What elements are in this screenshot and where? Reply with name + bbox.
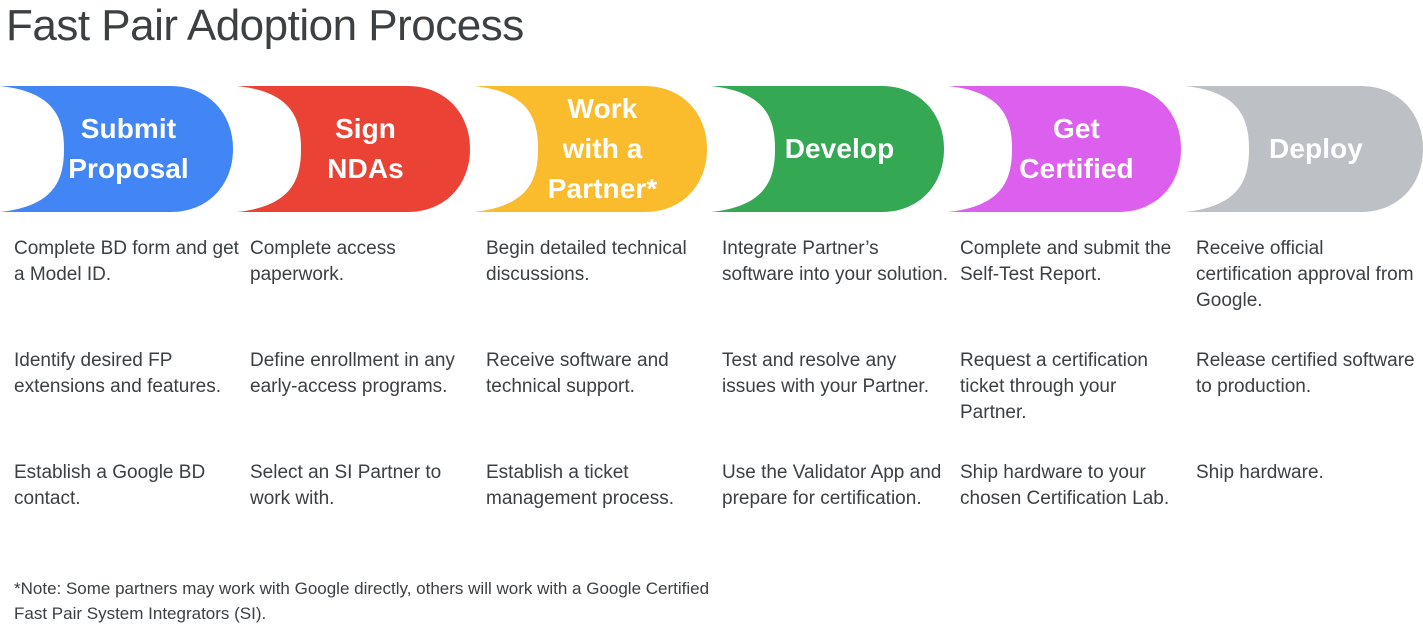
stage-banner-shape-submit-proposal: [0, 86, 233, 212]
stage-banner-shape-develop: [711, 86, 944, 212]
stage-bullet: Integrate Partner’s software into your s…: [722, 238, 949, 285]
stage-banner-sign-ndas[interactable]: Sign NDAs: [237, 86, 470, 212]
stage-bullet: Begin detailed technical discussions.: [486, 238, 687, 285]
stage-bullet: Release certified software to production…: [1196, 350, 1415, 397]
stage-banner-label-submit-proposal: Submit Proposal: [68, 113, 189, 184]
stage-banner-label-deploy: Deploy: [1269, 133, 1363, 164]
stage-bullet: Request a certification ticket through y…: [960, 350, 1148, 423]
stage-banner-work-with-a-partner[interactable]: Work with a Partner*: [474, 86, 707, 212]
process-stage-columns: Complete BD form and get a Model ID. Iden…: [0, 236, 1423, 556]
stage-banner-develop[interactable]: Develop: [711, 86, 944, 212]
stage-bullet: Select an SI Partner to work with.: [250, 462, 442, 509]
stage-bullet: Establish a ticket management process.: [486, 462, 674, 509]
stage-bullet: Define enrollment in any early-access pr…: [250, 350, 455, 397]
footnote-note: *Note: Some partners may work with Googl…: [14, 579, 710, 623]
stage-banner-shape-sign-ndas: [237, 86, 470, 212]
stage-bullet: Receive software and technical support.: [486, 350, 669, 397]
page-title: Fast Pair Adoption Process: [6, 1, 524, 50]
stage-banner-deploy[interactable]: Deploy: [1185, 86, 1423, 212]
stage-banner-label-develop: Develop: [784, 133, 895, 164]
stage-banner-get-certified[interactable]: Get Certified: [948, 86, 1181, 212]
stage-banner-label-get-certified: Get Certified: [1019, 113, 1134, 184]
stage-banner-submit-proposal[interactable]: Submit Proposal: [0, 86, 233, 212]
stage-bullet: Complete access paperwork.: [250, 238, 396, 285]
stage-bullet: Test and resolve any issues with your Pa…: [722, 350, 929, 397]
stage-bullet: Identify desired FP extensions and featu…: [14, 350, 222, 397]
stage-banner-label-sign-ndas: Sign NDAs: [327, 113, 404, 184]
stage-bullet: Establish a Google BD contact.: [14, 462, 206, 509]
stage-bullet: Ship hardware to your chosen Certificati…: [960, 462, 1170, 509]
stage-bullet: Complete BD form and get a Model ID.: [14, 238, 239, 285]
process-stage-banner-row: Submit Proposal Sign NDAs Work with a Part…: [0, 86, 1423, 212]
stage-bullet: Receive official certification approval …: [1196, 238, 1414, 311]
stage-bullet: Complete and submit the Self-Test Report…: [960, 238, 1172, 285]
stage-bullet: Use the Validator App and prepare for ce…: [722, 462, 942, 509]
stage-banner-shape-deploy: [1185, 86, 1423, 212]
stage-banner-label-work-with-a-partner: Work with a Partner*: [547, 93, 658, 204]
stage-banner-shape-get-certified: [948, 86, 1181, 212]
stage-banner-shape-work-with-a-partner: [474, 86, 707, 212]
stage-bullet: Ship hardware.: [1196, 462, 1324, 483]
